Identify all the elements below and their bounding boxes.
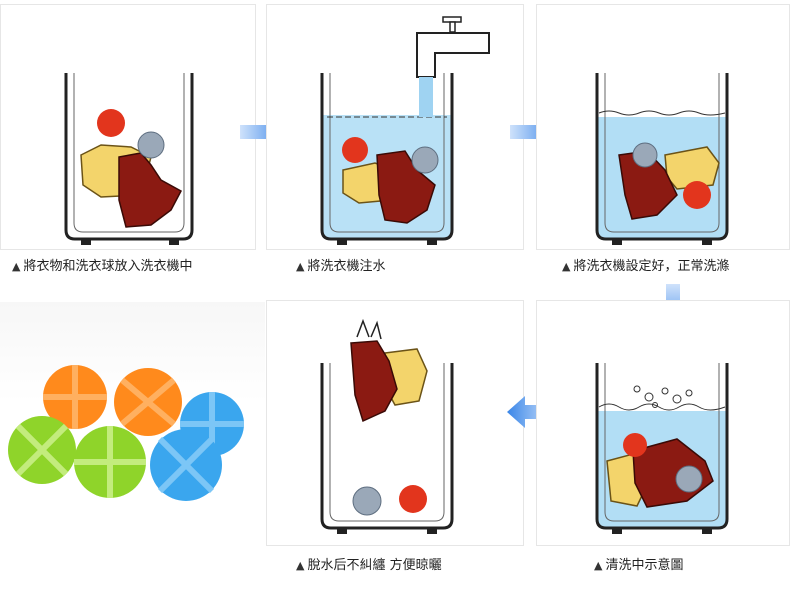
step-3-caption: ▲將洗衣機設定好，正常洗滌: [562, 259, 730, 274]
step-1-panel: [0, 4, 256, 250]
washing-tub-icon: [595, 73, 729, 245]
step-2-panel: [266, 4, 524, 250]
blue-ball-front: [150, 429, 222, 501]
step-1-caption: ▲將衣物和洗衣球放入洗衣機中: [12, 259, 193, 274]
washing-tub-icon: [320, 16, 490, 245]
washing-tub-icon: [320, 318, 454, 534]
faucet-icon: [416, 16, 490, 117]
step-5-panel: [266, 300, 524, 546]
washing-tub-icon: [64, 73, 194, 245]
step-5-caption: ▲脫水后不糾纏 方便晾曬: [296, 558, 442, 573]
step-2-caption: ▲將洗衣機注水: [296, 259, 386, 274]
orange-ball-left: [43, 365, 107, 429]
red-ball: [97, 109, 125, 137]
orange-ball-right: [114, 368, 182, 436]
washing-tub-icon: [595, 363, 729, 534]
step-3-panel: [536, 4, 790, 250]
laundry-ball-product-photo: [0, 302, 265, 552]
step-4-panel: [536, 300, 790, 546]
step-4-caption: ▲清洗中示意圖: [594, 558, 684, 573]
flow-arrow-icon: [507, 396, 555, 428]
green-ball-left: [8, 416, 76, 484]
green-ball-front: [74, 426, 146, 498]
